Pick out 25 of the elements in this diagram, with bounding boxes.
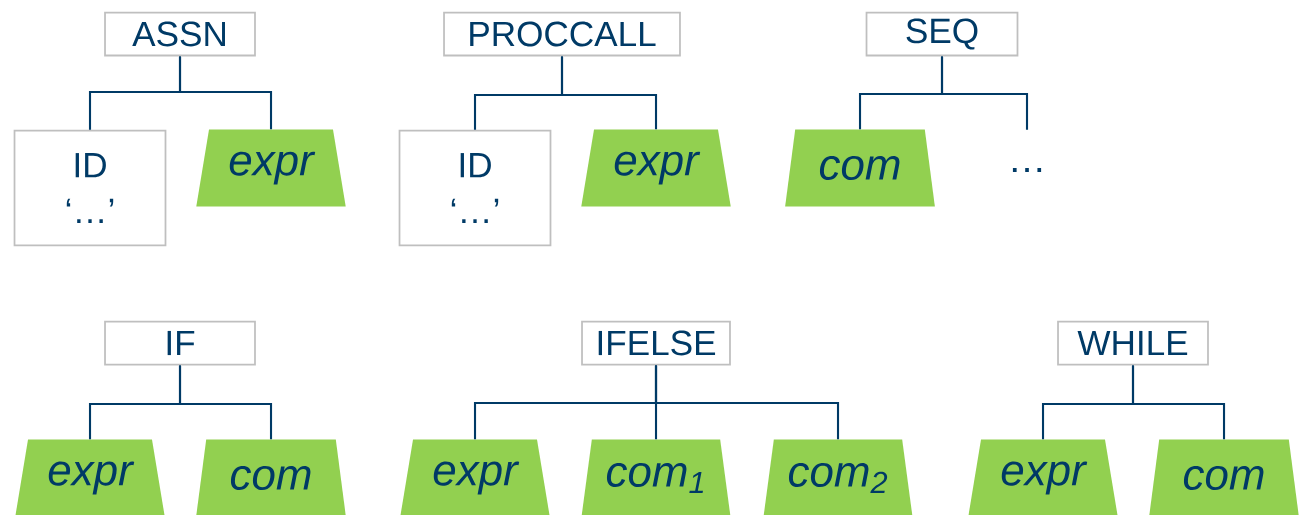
ellipsis-text: … [1012, 167, 1042, 173]
label-box: WHILE [1057, 320, 1209, 366]
tree-connector [940, 56, 1029, 130]
label-box: ID ‘…’ [398, 129, 552, 247]
tree-connector [178, 56, 273, 130]
nonterminal-trapezoid: com [196, 439, 346, 515]
nonterminal-trapezoid: com$_{2}$ [763, 439, 913, 515]
tree-connector [178, 365, 273, 440]
tree-connector [1131, 365, 1226, 440]
nonterminal-trapezoid: com$_{1}$ [581, 439, 731, 515]
nonterminal-trapezoid: expr [581, 129, 731, 207]
nonterminal-trapezoid: expr [400, 439, 550, 515]
label-box: ID ‘…’ [13, 129, 167, 247]
nonterminal-trapezoid: expr [968, 439, 1118, 515]
label-box: SEQ [865, 11, 1019, 57]
tree-connector [654, 365, 840, 440]
tree-connector [560, 56, 658, 130]
label-box: PROCCALL [443, 11, 681, 57]
nonterminal-trapezoid: com [1149, 439, 1299, 515]
nonterminal-trapezoid: com [785, 129, 935, 207]
nonterminal-trapezoid: expr [15, 439, 165, 515]
label-box: ASSN [104, 11, 256, 57]
label-box: IFELSE [581, 320, 731, 366]
nonterminal-trapezoid: expr [196, 129, 346, 207]
label-box: IF [104, 320, 256, 366]
